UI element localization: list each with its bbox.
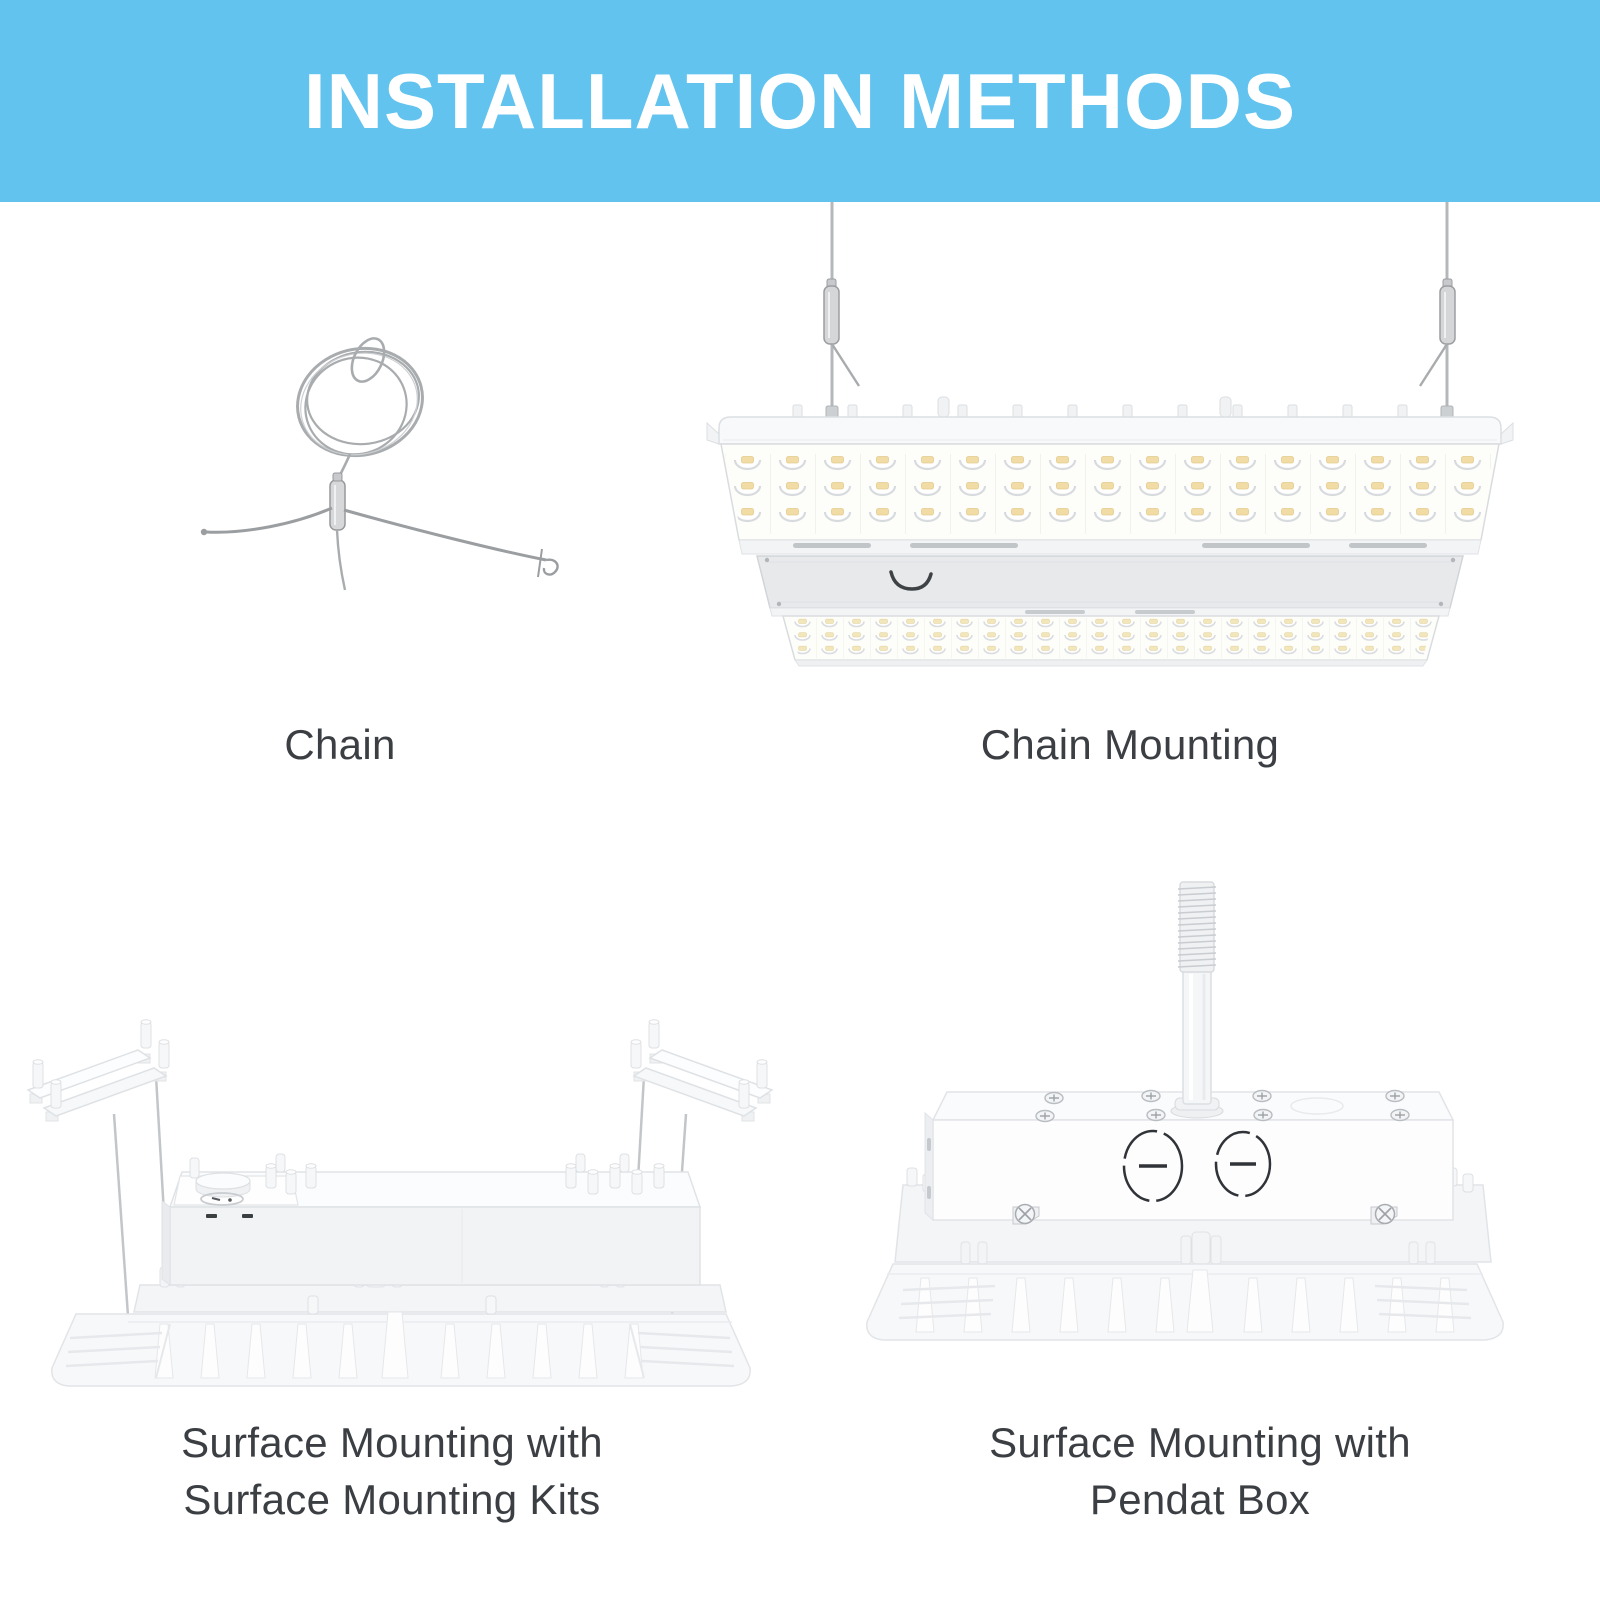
- top-knockout-outline: [1290, 1097, 1344, 1115]
- hanging-cable-kit-illustration: [190, 308, 660, 638]
- pendant-box-illustration: [855, 870, 1515, 1350]
- surface-mount-kit-illustration: [10, 986, 790, 1398]
- suspension-cables: [830, 202, 1449, 420]
- caption-line: Surface Mounting Kits: [183, 1476, 601, 1523]
- spring-mounting-arms: [200, 506, 559, 578]
- suspended-highbay-illustration: [705, 202, 1515, 672]
- retainer-clips: [960, 1231, 1436, 1265]
- center-flange: [738, 539, 1482, 555]
- top-screws: [1035, 1089, 1410, 1123]
- sensor-receptacle: [173, 1172, 299, 1206]
- led-panel-top: [720, 443, 1500, 541]
- figure-caption: Surface Mounting with Surface Mounting K…: [181, 1414, 603, 1528]
- heatsink-tray: [866, 1263, 1504, 1341]
- cable-gripper-left: [823, 278, 861, 387]
- cable-gripper-icon: [329, 472, 346, 531]
- driver-access-door: [756, 555, 1464, 609]
- fixture-back-band: [133, 1284, 727, 1313]
- corner-screw-left: [1012, 1203, 1040, 1225]
- figure-caption: Surface Mounting with Pendat Box: [989, 1414, 1411, 1528]
- caption-line: Pendat Box: [1089, 1476, 1311, 1523]
- heatsink-tray: [51, 1295, 751, 1387]
- cable-gripper-right: [1418, 278, 1456, 387]
- knockout-left: [1122, 1129, 1184, 1203]
- cable-tail: [335, 529, 347, 591]
- page-title: INSTALLATION METHODS: [303, 56, 1297, 145]
- figure-caption: Chain Mounting: [981, 716, 1279, 773]
- steel-cable-coil: [296, 337, 424, 481]
- led-panel-bottom: [782, 615, 1440, 667]
- wiring-posts: [189, 1153, 665, 1195]
- knockout-right: [1214, 1130, 1272, 1198]
- fixture-top-rim: [706, 396, 1514, 445]
- caption-line: Surface Mounting with: [989, 1419, 1411, 1466]
- header-banner: INSTALLATION METHODS: [0, 0, 1600, 202]
- surface-mounting-bracket: [26, 1019, 170, 1317]
- corner-screw-right: [1370, 1203, 1398, 1225]
- caption-line: Chain: [284, 721, 396, 768]
- caption-line: Surface Mounting with: [181, 1419, 603, 1466]
- driver-box: [161, 1153, 702, 1286]
- thread-lines: [1177, 886, 1217, 968]
- threaded-pendant-rod: [1170, 881, 1224, 1119]
- figure-caption: Chain: [284, 716, 395, 773]
- door-handle-icon: [889, 570, 933, 591]
- pendant-junction-box: [924, 1089, 1455, 1225]
- caption-line: Chain Mounting: [980, 721, 1280, 768]
- lower-flange: [769, 607, 1451, 617]
